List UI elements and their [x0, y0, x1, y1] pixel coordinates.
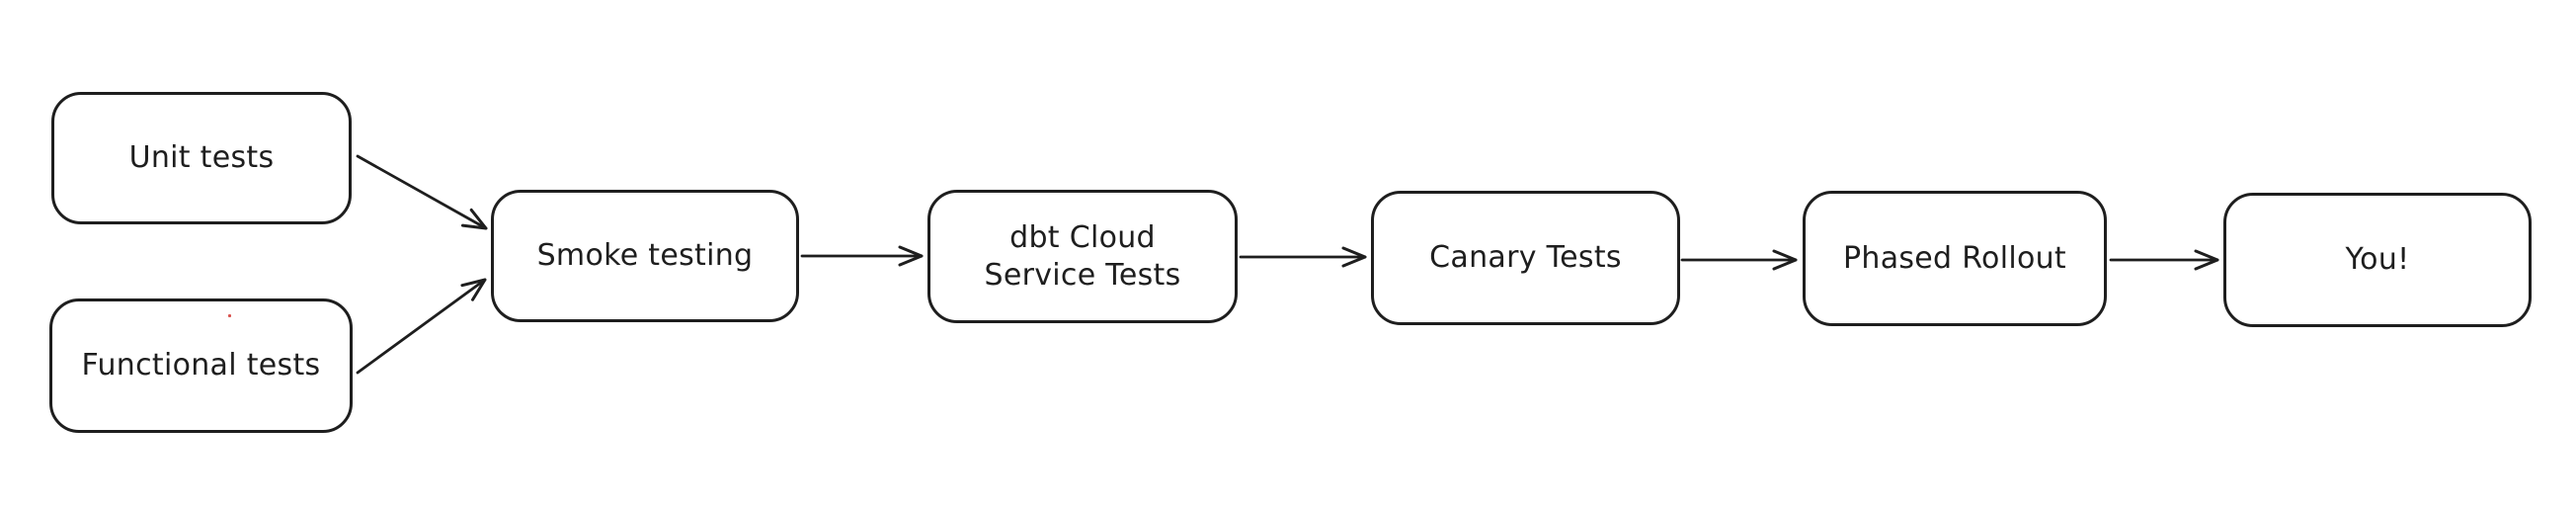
node-smoke-testing-label: Smoke testing	[536, 238, 754, 274]
node-you-label: You!	[2345, 242, 2410, 278]
node-unit-tests-label: Unit tests	[128, 140, 275, 176]
edge-unit-tests-to-smoke-testing	[356, 154, 488, 230]
node-smoke-testing[interactable]: Smoke testing	[491, 190, 799, 322]
node-functional-tests[interactable]: Functional tests	[49, 298, 353, 433]
node-phased-rollout[interactable]: Phased Rollout	[1803, 191, 2107, 326]
stray-red-dot	[228, 314, 231, 317]
node-dbt-cloud-service-tests[interactable]: dbt Cloud Service Tests	[927, 190, 1238, 323]
node-canary-tests[interactable]: Canary Tests	[1371, 191, 1680, 325]
node-you[interactable]: You!	[2223, 193, 2532, 327]
node-canary-tests-label: Canary Tests	[1429, 240, 1622, 276]
node-unit-tests[interactable]: Unit tests	[51, 92, 352, 224]
node-functional-tests-label: Functional tests	[81, 348, 321, 383]
node-dbt-cloud-service-tests-label: dbt Cloud Service Tests	[984, 220, 1181, 293]
node-phased-rollout-label: Phased Rollout	[1842, 240, 2066, 276]
edge-functional-tests-to-smoke-testing	[356, 278, 487, 375]
